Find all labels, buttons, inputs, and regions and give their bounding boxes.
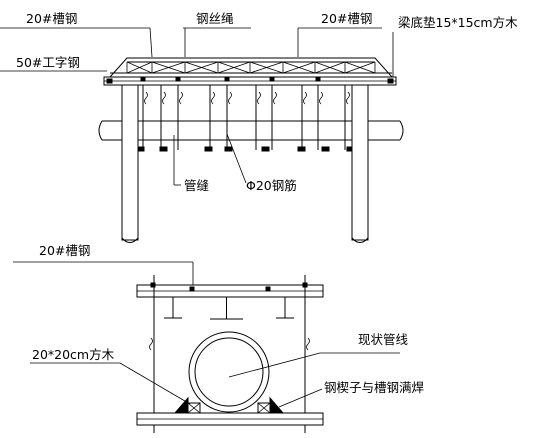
label-channel-right: 20#槽钢 [321,11,372,26]
label-wedge-weld: 钢楔子与槽钢满焊 [324,380,424,395]
label-channel-left: 20#槽钢 [26,11,77,26]
steel-wedges [173,396,285,414]
label-timber-block: 20*20cm方木 [32,347,115,362]
timber-block-right [257,402,271,414]
existing-pipe [188,331,270,413]
lower-channel-beam [136,412,324,426]
label-pipe-joint: 管缝 [184,178,209,193]
label-existing-pipe: 现状管线 [358,332,409,347]
i-beam-band [103,76,397,86]
cross-section-view: 20#槽钢 现状管线 20*20cm方木 钢楔子与槽钢满焊 [13,243,424,433]
top-elevation-view: 20#槽钢 钢丝绳 20#槽钢 梁底垫15*15cm方木 50#工字钢 管缝 Φ… [0,11,518,243]
pipe-clamps [136,146,355,152]
hanger-rods [140,76,350,150]
label-i-beam: 50#工字钢 [16,55,80,70]
label-rebar: Φ20钢筋 [246,178,297,193]
label-channel-section: 20#槽钢 [39,243,90,258]
side-bolts [149,275,310,433]
upper-channel-beam [136,282,324,298]
timber-block-left [187,402,201,414]
label-timber-pad: 梁底垫15*15cm方木 [398,15,518,30]
pile-left [121,84,139,243]
label-wire-rope: 钢丝绳 [196,11,234,26]
steel-truss [108,57,394,78]
pipe-horizontal [98,120,404,141]
i-beam-sections [164,296,294,320]
pile-right [351,84,369,243]
